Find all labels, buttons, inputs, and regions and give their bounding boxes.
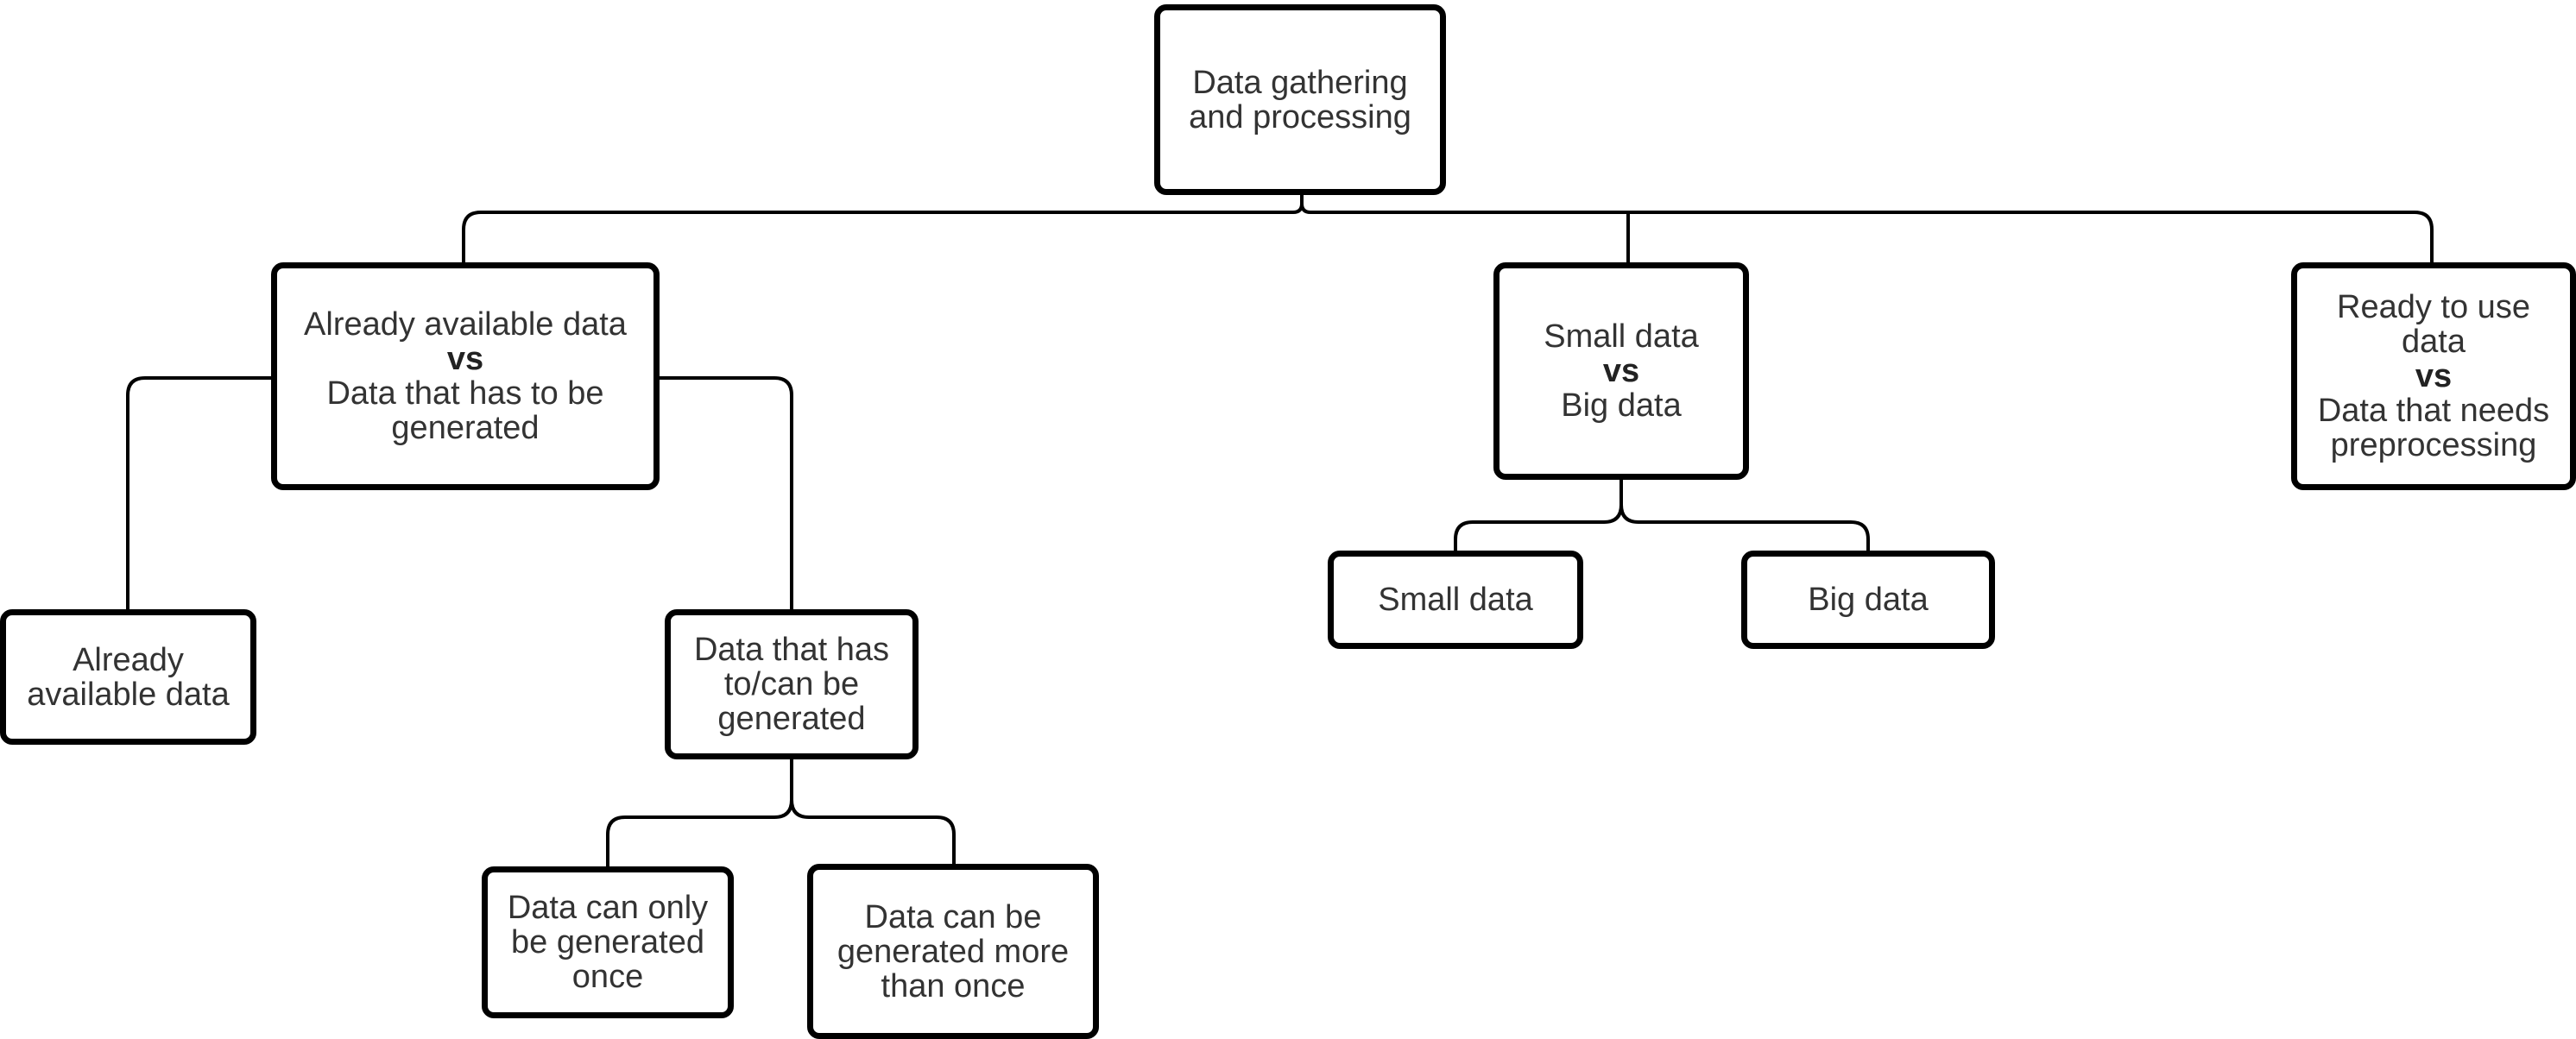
node-data-has-to-be-generated: Data that has to/can be generated xyxy=(665,609,919,759)
node-already-available-data: Already available data xyxy=(0,609,256,745)
connector-to-already-available xyxy=(126,376,271,609)
connector-small-big-children xyxy=(1454,480,1870,551)
connector-to-has-to-be-generated xyxy=(660,376,793,609)
node-small-vs-big: Small data vs Big data xyxy=(1493,262,1749,480)
connector-root-to-level1 xyxy=(1300,195,2434,262)
node-available-vs-generated: Already available data vs Data that has … xyxy=(271,262,660,490)
node-big-data: Big data xyxy=(1741,551,1995,649)
node-ready-vs-preprocessing: Ready to use data vs Data that needs pre… xyxy=(2291,262,2576,490)
connector-root-left-branch xyxy=(462,203,1304,262)
node-data-gathering-and-processing: Data gathering and processing xyxy=(1154,4,1446,195)
node-generated-more-than-once: Data can be generated more than once xyxy=(807,864,1099,1039)
node-small-data: Small data xyxy=(1328,551,1583,649)
node-generated-once: Data can only be generated once xyxy=(482,866,734,1018)
connector-generated-children xyxy=(606,759,956,866)
